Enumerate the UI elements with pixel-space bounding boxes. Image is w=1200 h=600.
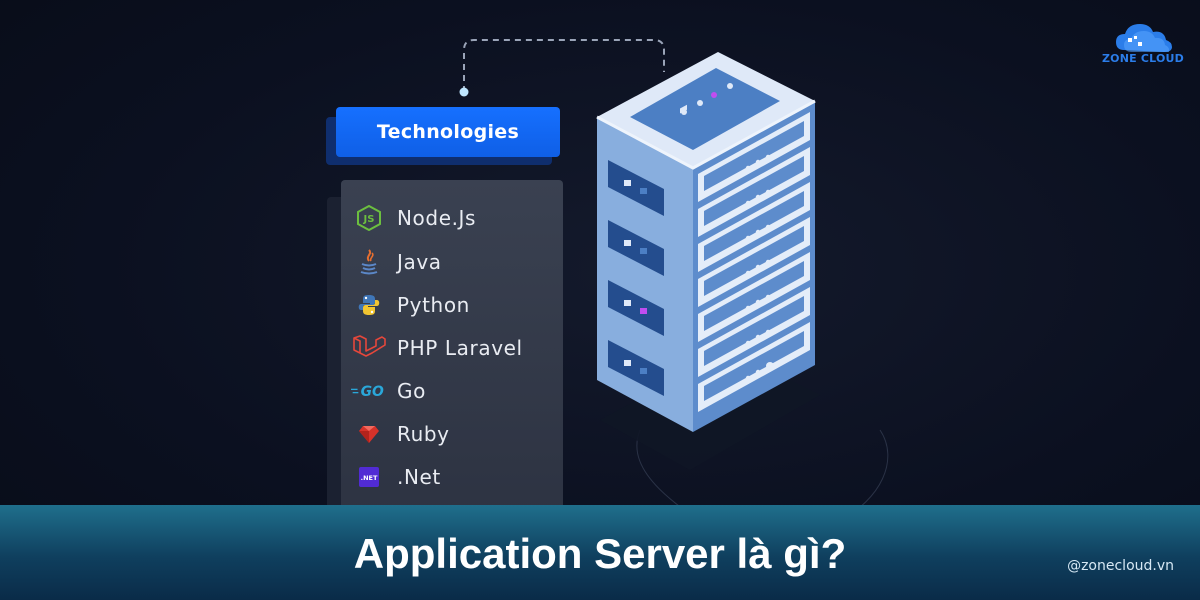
logo-text: ZONE CLOUD xyxy=(1102,52,1184,65)
java-icon xyxy=(351,247,387,277)
tech-item-nodejs: JS Node.Js xyxy=(351,202,563,234)
tech-label: Java xyxy=(397,250,442,274)
laravel-icon xyxy=(351,333,387,363)
zonecloud-logo xyxy=(1116,24,1172,52)
ruby-icon xyxy=(351,419,387,449)
bottom-banner xyxy=(0,505,1200,600)
tech-item-laravel: PHP Laravel xyxy=(351,332,563,364)
svg-text:GO: GO xyxy=(361,384,384,400)
go-icon: GO xyxy=(351,376,387,406)
banner-title: Application Server là gì? xyxy=(353,530,847,577)
tech-item-go: GO Go xyxy=(351,375,563,407)
tech-label: Go xyxy=(397,379,426,403)
tech-item-dotnet: .NET .Net xyxy=(351,461,563,493)
connector-line xyxy=(463,39,665,92)
svg-text:JS: JS xyxy=(363,214,375,225)
svg-text:.NET: .NET xyxy=(361,474,378,482)
connector-dot xyxy=(459,87,469,97)
tech-item-python: Python xyxy=(351,289,563,321)
tech-label: PHP Laravel xyxy=(397,336,523,360)
social-handle: @zonecloud.vn xyxy=(1067,558,1174,574)
tech-header: Technologies xyxy=(336,107,560,157)
tech-header-label: Technologies xyxy=(376,121,520,143)
tech-item-java: Java xyxy=(351,246,563,278)
tech-list: JS Node.Js Java Python xyxy=(341,180,563,516)
tech-label: .Net xyxy=(397,465,441,489)
python-icon xyxy=(351,290,387,320)
tech-label: Node.Js xyxy=(397,206,477,230)
dotnet-icon: .NET xyxy=(351,462,387,492)
tech-label: Ruby xyxy=(397,422,450,446)
nodejs-icon: JS xyxy=(351,203,387,233)
tech-item-ruby: Ruby xyxy=(351,418,563,450)
tech-label: Python xyxy=(397,293,470,317)
